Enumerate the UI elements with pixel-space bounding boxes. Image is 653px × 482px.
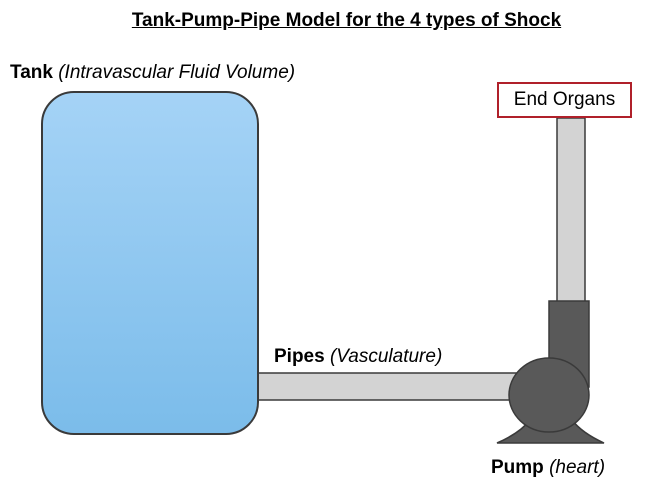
vertical-pipe bbox=[556, 117, 586, 305]
tank-label-note: (Intravascular Fluid Volume) bbox=[58, 62, 296, 83]
pump-body bbox=[508, 357, 590, 433]
pipes-label-strong: Pipes bbox=[274, 346, 325, 367]
tank-label: Tank (Intravascular Fluid Volume) bbox=[10, 62, 295, 84]
tank-label-strong: Tank bbox=[10, 62, 53, 83]
horizontal-pipe bbox=[253, 372, 523, 401]
pump-label-strong: Pump bbox=[491, 457, 544, 478]
pump-label: Pump (heart) bbox=[491, 457, 605, 479]
pump-label-note: (heart) bbox=[549, 457, 606, 478]
pipes-label: Pipes (Vasculature) bbox=[274, 346, 442, 368]
diagram-title: Tank-Pump-Pipe Model for the 4 types of … bbox=[131, 10, 562, 31]
tank bbox=[41, 91, 259, 435]
end-organs-box: End Organs bbox=[497, 82, 632, 118]
pipes-label-note: (Vasculature) bbox=[329, 346, 443, 367]
